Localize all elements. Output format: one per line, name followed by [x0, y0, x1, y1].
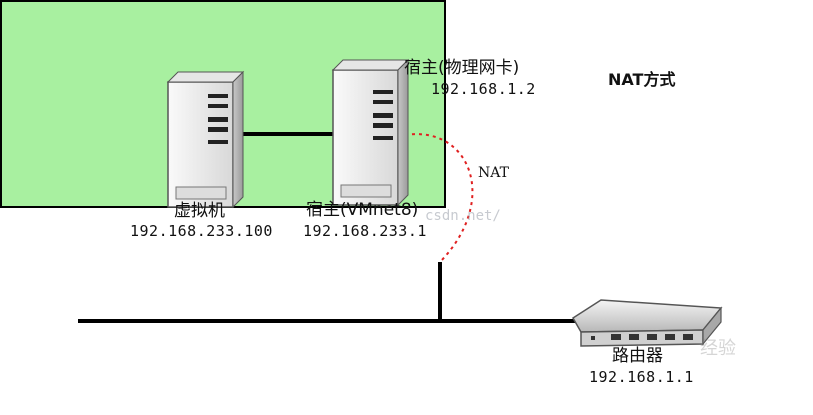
router-name: 路由器	[612, 346, 663, 366]
vm-name: 虚拟机	[174, 201, 225, 221]
host-vmnet8-ip: 192.168.233.1	[303, 222, 427, 240]
host-physical-nic-name: 宿主(物理网卡)	[404, 58, 520, 78]
logo-watermark: 经验	[700, 338, 736, 359]
host-physical-nic-ip: 192.168.1.2	[431, 80, 536, 98]
nat-link-arc	[404, 133, 474, 263]
nat-label: NAT	[478, 165, 509, 181]
router-ip: 192.168.1.1	[589, 368, 694, 386]
vm-ip: 192.168.233.100	[130, 222, 273, 240]
server-icon	[331, 58, 410, 207]
site-watermark: csdn.net/	[425, 208, 501, 224]
host-vmnet8-name: 宿主(VMnet8)	[306, 200, 419, 220]
router-icon	[571, 299, 723, 347]
mode-title: NAT方式	[608, 70, 676, 89]
server-icon	[166, 70, 245, 209]
